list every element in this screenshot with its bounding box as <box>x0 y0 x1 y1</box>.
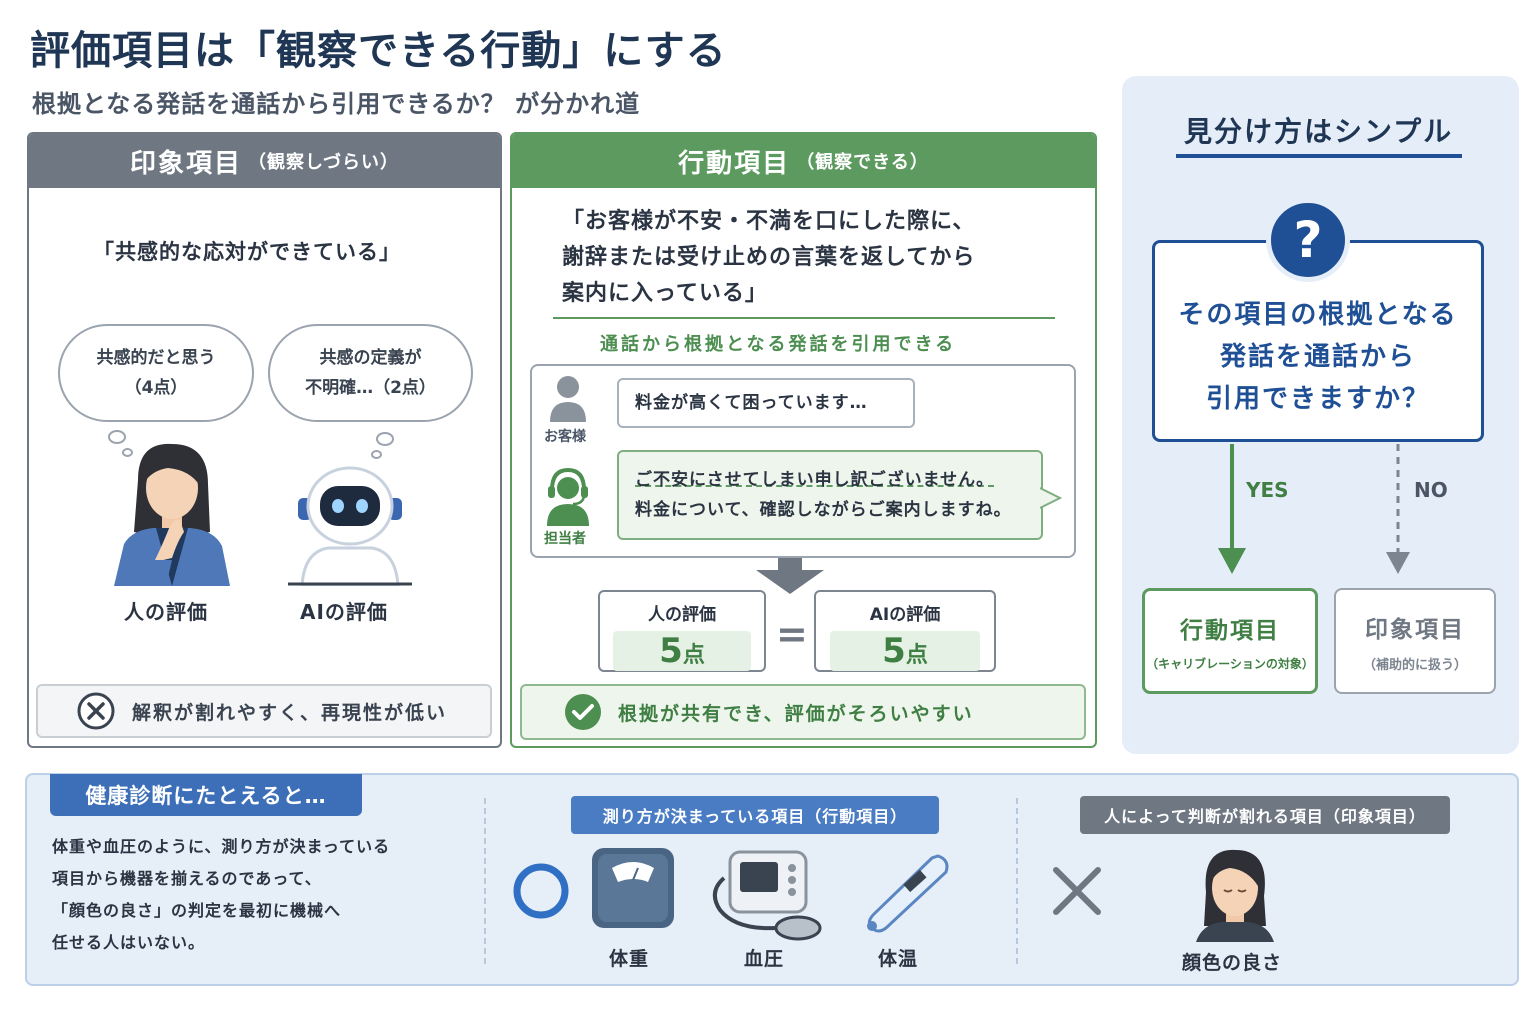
complexion-label: 顔色の良さ <box>1182 952 1283 974</box>
thought-dot <box>122 448 133 457</box>
agent-message-line1: ご不安にさせてしまい申し訳ございません。 <box>635 470 995 490</box>
ai-score-value: 5 <box>882 631 906 671</box>
page-subtitle: 根拠となる発話を通話から引用できるか？ が分かれ道 <box>32 90 641 118</box>
impression-panel: 印象項目 （観察しづらい） <box>27 132 502 748</box>
impression-quote: 「共感的な応対ができている」 <box>93 240 401 264</box>
behavior-quote-line3: 案内に入っている」 <box>562 281 768 306</box>
ai-score-card: AIの評価 5 点 <box>814 590 996 672</box>
measured-items-pill: 測り方が決まっている項目（行動項目） <box>571 796 939 834</box>
divider <box>1016 798 1018 964</box>
down-arrow-icon <box>756 558 824 594</box>
equals-sign: = <box>776 612 808 656</box>
no-label: NO <box>1414 478 1448 502</box>
title-underline <box>1176 154 1462 158</box>
analogy-line2: 項目から機器を揃えるのであって、 <box>52 869 322 888</box>
behavior-panel-header: 行動項目 （観察できる） <box>512 134 1095 188</box>
no-box-sub: （補助的に扱う） <box>1362 657 1467 673</box>
cross-icon <box>1053 867 1101 915</box>
behavior-quote: 「お客様が不安・不満を口にした際に、 謝辞または受け止めの言葉を返してから 案内… <box>562 204 975 312</box>
ai-robot-icon <box>288 466 412 586</box>
blood-pressure-monitor-icon <box>712 850 822 941</box>
yes-box-title: 行動項目 <box>1180 617 1280 644</box>
ai-score-value-box: 5 点 <box>830 631 980 671</box>
decision-question: その項目の根拠となる 発話を通話から 引用できますか？ <box>1155 294 1481 420</box>
impression-head-sub: （観察しづらい） <box>248 152 399 173</box>
circle-ok-icon <box>513 863 569 919</box>
customer-label: お客様 <box>544 429 586 445</box>
cross-circle-icon <box>77 692 115 730</box>
impression-head-title: 印象項目 <box>130 148 243 179</box>
blood-pressure-label: 血圧 <box>744 948 785 970</box>
ai-score-title: AIの評価 <box>869 605 941 625</box>
ai-eval-label: AIの評価 <box>300 600 388 624</box>
human-score-card: 人の評価 5 点 <box>598 590 766 672</box>
question-line3: 引用できますか？ <box>1205 384 1430 414</box>
check-circle-icon <box>565 694 601 730</box>
temperature-label: 体温 <box>878 948 919 970</box>
impression-item-box: 印象項目 （補助的に扱う） <box>1334 588 1496 694</box>
bubble-tail <box>1040 487 1062 509</box>
behavior-head-title: 行動項目 <box>678 148 791 179</box>
agent-message: ご不安にさせてしまい申し訳ございません。 料金について、確認しながらご案内します… <box>617 450 1043 540</box>
question-mark-icon: ? <box>1266 198 1350 282</box>
no-arrow <box>1386 444 1410 574</box>
page-title: 評価項目は「観察できる行動」にする <box>30 28 727 74</box>
no-box-title: 印象項目 <box>1365 616 1465 643</box>
yes-box-sub: （キャリブレーションの対象） <box>1146 656 1314 671</box>
impression-verdict-text: 解釈が割れやすく、再現性が低い <box>132 701 448 724</box>
behavior-item-box: 行動項目 （キャリブレーションの対象） <box>1142 588 1318 694</box>
human-thought-line2: （4点） <box>124 378 188 398</box>
decision-title: 見分け方はシンプル <box>1184 115 1454 148</box>
human-thought-cloud: 共感的だと思う （4点） <box>58 324 254 422</box>
human-thought-line1: 共感的だと思う <box>96 348 216 368</box>
analogy-line4: 任せる人はいない。 <box>52 933 206 952</box>
thermometer-icon <box>867 854 949 933</box>
behavior-head-sub: （観察できる） <box>796 152 929 173</box>
yes-label: YES <box>1246 478 1289 502</box>
agent-message-line2: 料金について、確認しながらご案内しますね。 <box>635 500 1012 520</box>
scale-icon <box>592 848 674 928</box>
analogy-line1: 体重や血圧のように、測り方が決まっている <box>52 837 391 856</box>
score-unit: 点 <box>682 643 705 668</box>
human-eval-label: 人の評価 <box>124 600 208 624</box>
divider <box>553 317 1055 319</box>
customer-message: 料金が高くて困っています… <box>617 378 915 428</box>
human-score-value: 5 <box>659 631 683 671</box>
question-line2: 発話を通話から <box>1219 342 1416 372</box>
score-unit: 点 <box>905 643 928 668</box>
headset-agent-icon <box>547 467 589 526</box>
evidence-caption: 通話から根拠となる発話を引用できる <box>600 334 957 355</box>
analogy-tag: 健康診断にたとえると… <box>50 774 362 816</box>
person-face-icon <box>1196 849 1274 942</box>
thought-dot <box>371 450 382 459</box>
judged-items-pill: 人によって判断が割れる項目（印象項目） <box>1080 796 1450 834</box>
impression-verdict: 解釈が割れやすく、再現性が低い <box>36 684 492 738</box>
behavior-quote-line1: 「お客様が不安・不満を口にした際に、 <box>562 209 976 234</box>
impression-panel-header: 印象項目 （観察しづらい） <box>29 134 500 188</box>
divider <box>484 798 486 964</box>
thought-dot <box>376 432 394 446</box>
ai-thought-line2: 不明確…（2点） <box>305 378 436 398</box>
yes-arrow <box>1218 444 1246 574</box>
analogy-line3: 「顔色の良さ」の判定を最初に機械へ <box>52 901 342 920</box>
ai-thought-line1: 共感の定義が <box>319 348 422 368</box>
thinking-woman-icon <box>114 443 230 586</box>
agent-label: 担当者 <box>544 531 586 547</box>
human-score-value-box: 5 点 <box>613 631 751 671</box>
behavior-quote-line2: 謝辞または受け止めの言葉を返してから <box>562 245 976 270</box>
behavior-verdict-text: 根拠が共有でき、評価がそろいやすい <box>618 702 974 725</box>
human-score-title: 人の評価 <box>648 605 716 625</box>
customer-message-text: 料金が高くて困っています… <box>635 393 868 413</box>
weight-label: 体重 <box>609 948 650 970</box>
ai-thought-cloud: 共感の定義が 不明確…（2点） <box>268 324 473 422</box>
thought-dot <box>108 430 126 444</box>
analogy-text: 体重や血圧のように、測り方が決まっている 項目から機器を揃えるのであって、 「顔… <box>52 831 390 959</box>
question-line1: その項目の根拠となる <box>1178 300 1458 330</box>
customer-icon <box>550 376 586 422</box>
behavior-verdict: 根拠が共有でき、評価がそろいやすい <box>520 684 1086 740</box>
